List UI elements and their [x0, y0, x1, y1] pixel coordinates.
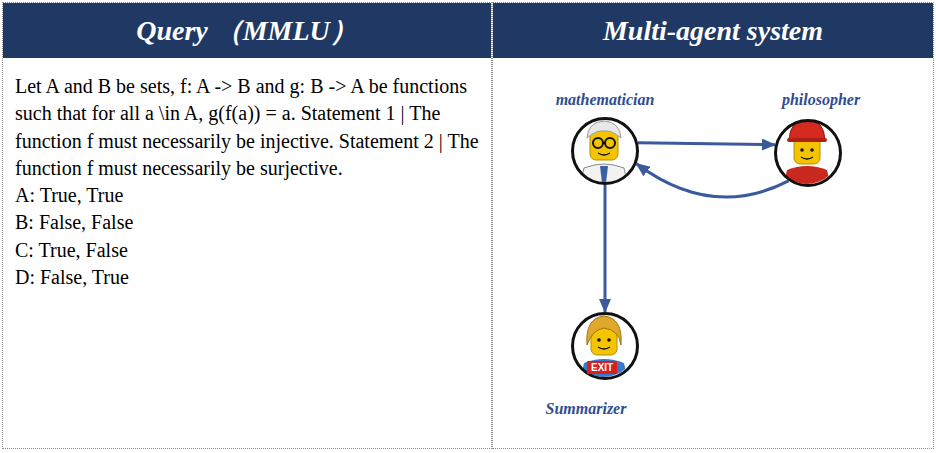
agent-outline [776, 121, 841, 186]
agent-ring [774, 119, 842, 187]
system-panel: Multi-agent system mathematician philosoph… [492, 2, 934, 449]
answer-option: B: False, False [15, 209, 479, 236]
header-band: Query （MMLU） [3, 3, 491, 58]
agent-outline [573, 119, 638, 184]
agent-label: mathematician [505, 90, 705, 110]
answer-option: C: True, False [15, 237, 479, 264]
answer-option: D: False, True [15, 264, 479, 291]
agent-label: Summarizer [486, 399, 686, 419]
panel-heading: Query （MMLU） [136, 15, 358, 46]
header-band: Multi-agent system [493, 3, 933, 58]
exit-sign: EXIT [587, 361, 617, 374]
question-text: Let A and B be sets, f: A -> B and g: B … [15, 73, 479, 182]
agent-circle: philosopher [774, 119, 842, 187]
agent-label: philosopher [721, 90, 921, 110]
answer-option: A: True, True [15, 182, 479, 209]
agent-outline [573, 314, 638, 379]
panel-heading: Multi-agent system [603, 15, 823, 46]
agent-ring [571, 117, 639, 185]
query-panel: Query （MMLU） Let A and B be sets, f: A ->… [2, 2, 492, 449]
agent-circle: mathematician [571, 117, 639, 185]
question-body: Let A and B be sets, f: A -> B and g: B … [15, 73, 479, 291]
